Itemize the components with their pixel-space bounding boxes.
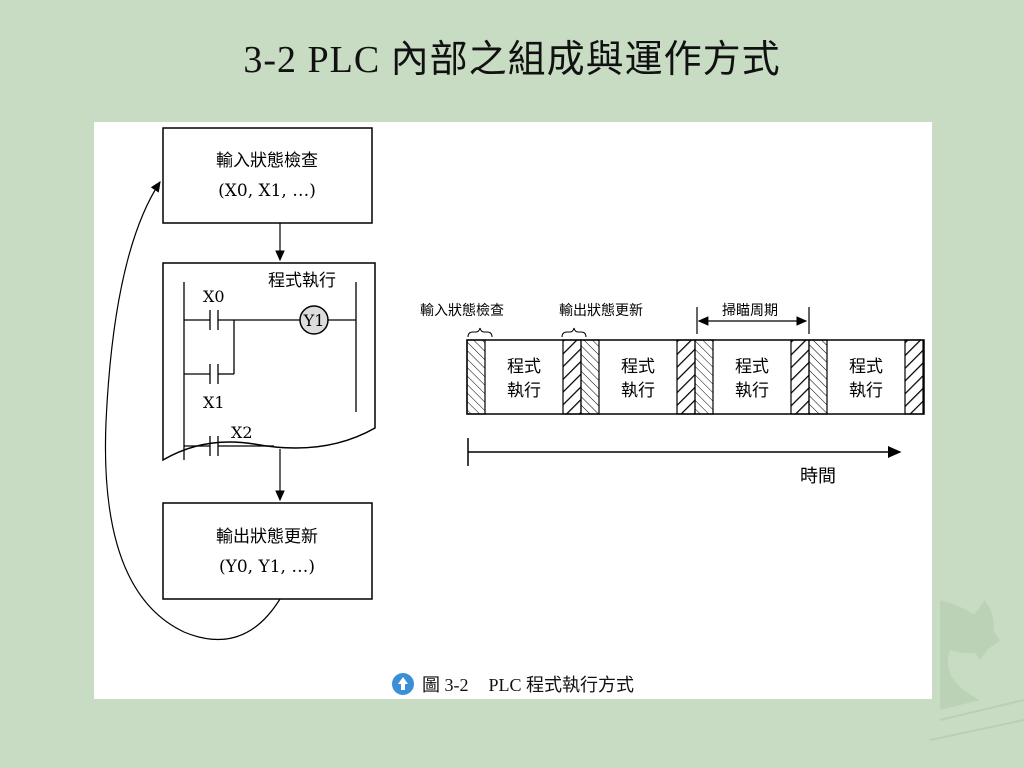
input-check-label: 輸入狀態檢查 (216, 151, 318, 171)
figure-caption: 圖 3-2 PLC 程式執行方式 (94, 671, 932, 697)
output-update-box (162, 502, 373, 600)
svg-text:程式: 程式 (735, 357, 769, 377)
program-box-title: 程式執行 (268, 271, 336, 291)
figure-number: 圖 3-2 (421, 675, 469, 695)
svg-text:程式: 程式 (849, 357, 883, 377)
slide-title: 3-2 PLC 內部之組成與運作方式 (243, 39, 781, 81)
label-input-check: 輸入狀態檢查 (420, 302, 504, 319)
output-update-segment (562, 339, 924, 415)
program-exec-block-1: 程式 執行 (507, 357, 541, 401)
program-box (162, 262, 376, 462)
figure-panel: 輸入狀態檢查 (X0, X1, …) 程式執行 Y1 X0 X1 (94, 122, 932, 699)
brace-input (467, 327, 493, 338)
contact-x2-label: X2 (231, 423, 253, 442)
plc-diagram: 輸入狀態檢查 (X0, X1, …) 程式執行 Y1 X0 X1 (104, 127, 925, 641)
program-exec-block-3: 程式 執行 (735, 357, 769, 401)
input-check-box (162, 127, 373, 224)
contact-x1-label: X1 (203, 393, 225, 412)
output-update-vars: (Y0, Y1, …) (219, 557, 315, 577)
svg-text:執行: 執行 (507, 381, 541, 401)
output-update-label: 輸出狀態更新 (216, 527, 318, 547)
arrow-up-circle-icon (391, 673, 414, 695)
label-output-update: 輸出狀態更新 (559, 303, 643, 319)
coil-y1 (299, 305, 329, 335)
contact-x0-label: X0 (203, 287, 225, 306)
svg-text:程式: 程式 (621, 357, 655, 377)
ladder-diagram (183, 282, 357, 460)
program-exec-block-4: 程式 執行 (849, 357, 883, 401)
figure-caption-text: PLC 程式執行方式 (488, 675, 634, 695)
svg-text:執行: 執行 (621, 381, 655, 401)
coil-y1-label: Y1 (303, 311, 325, 330)
program-exec-block-2: 程式 執行 (621, 357, 655, 401)
svg-text:執行: 執行 (735, 381, 769, 401)
loop-back-arrow (104, 180, 281, 641)
input-check-vars: (X0, X1, …) (218, 181, 316, 201)
label-scan-cycle: 掃瞄周期 (722, 302, 778, 319)
svg-text:程式: 程式 (507, 357, 541, 377)
brace-output (561, 327, 587, 338)
svg-text:執行: 執行 (849, 381, 883, 401)
time-axis-label: 時間 (800, 466, 836, 487)
